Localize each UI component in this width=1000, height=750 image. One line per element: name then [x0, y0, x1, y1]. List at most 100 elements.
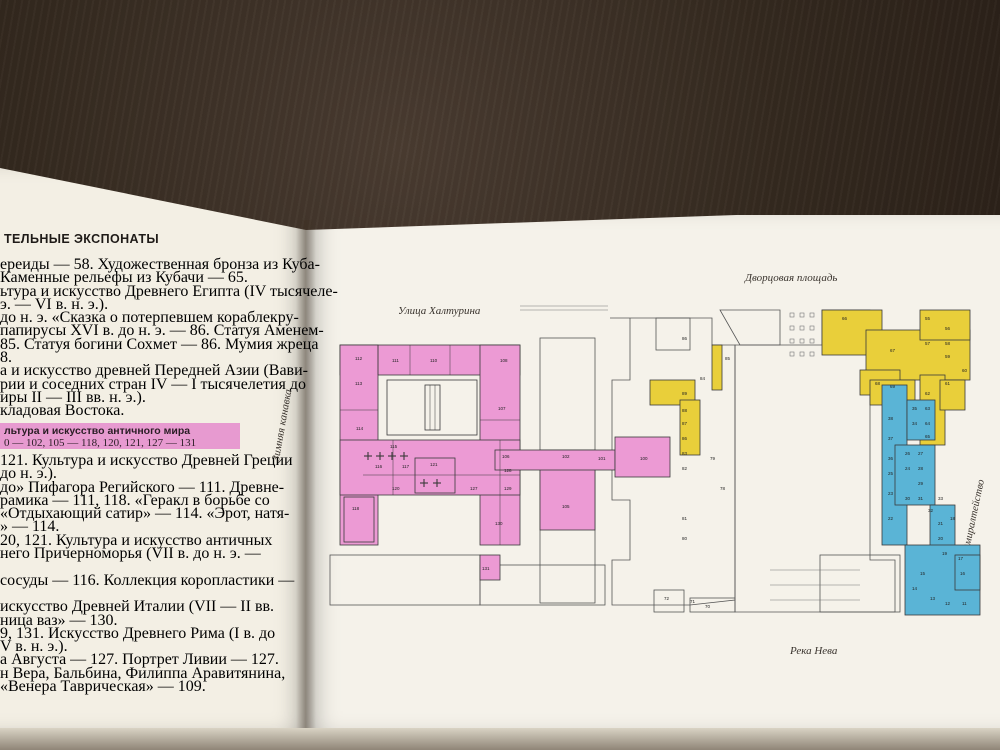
text-line: до н. э.). [0, 465, 57, 483]
room-label: 67 [890, 348, 896, 353]
highlight-heading: льтура и искусство античного мира [4, 425, 191, 437]
room-label: 131 [482, 566, 490, 571]
room-label: 14 [912, 586, 918, 591]
room-label: 130 [495, 521, 503, 526]
text-line: кладовая Востока. [0, 402, 125, 420]
room-label: 121 [430, 462, 438, 467]
text-line: а и искусство древней Передней Азии (Вав… [0, 362, 308, 380]
museum-floor-plan: 112 111 110 108 113 107 114 115 116 117 … [329, 305, 981, 616]
room-label: 70 [705, 604, 711, 609]
book-gutter [296, 220, 316, 728]
room-label: 107 [498, 406, 506, 411]
room-label: 60 [962, 368, 968, 373]
room-label: 33 [938, 496, 944, 501]
room-label: 72 [664, 596, 670, 601]
pink-rooms [339, 344, 671, 581]
room-label: 111 [392, 358, 399, 363]
section-title: ТЕЛЬНЫЕ ЭКСПОНАТЫ [4, 232, 159, 246]
room-label: 22 [888, 516, 894, 521]
room-label: 30 [905, 496, 911, 501]
room-label: 120 [392, 486, 400, 491]
text-line: иры II — III вв. н. э.). [0, 388, 146, 406]
room-label: 23 [888, 491, 894, 496]
room-label: 65 [925, 434, 931, 439]
pink-room-lines [340, 345, 520, 545]
room-label: 62 [925, 391, 931, 396]
plan-ticks [520, 305, 860, 601]
text-line: до» Пифагора Регийского — 111. Древне- [0, 478, 285, 496]
room-label: 85 [725, 356, 731, 361]
text-block-1: ереиды — 58. Художественная бронза из Ку… [0, 256, 338, 420]
room-label: 20 [938, 536, 944, 541]
room-label: 17 [958, 556, 964, 561]
room-label: 21 [938, 521, 944, 526]
room-label: 37 [888, 436, 894, 441]
street-label: Улица Халтурина [398, 305, 481, 317]
text-line: н Вера, Бальбина, Филиппа Аравитянина, [0, 664, 286, 682]
room-label: 84 [700, 376, 706, 381]
text-line: а Августа — 127. Портрет Ливии — 127. [0, 651, 279, 669]
text-line: ница ваз» — 130. [0, 611, 118, 629]
room-label: 26 [905, 451, 911, 456]
room-label: 80 [682, 536, 688, 541]
room-label: 102 [562, 454, 570, 459]
text-line: сосуды — 116. Коллекция коропластики — [0, 571, 295, 589]
room-label: 78 [720, 486, 726, 491]
room-label: 105 [562, 504, 570, 509]
room-label: 89 [682, 391, 688, 396]
room-label: 61 [945, 381, 951, 386]
room-label: 127 [470, 486, 478, 491]
text-line: «Отдыхающий сатир» — 114. «Эрот, натя- [0, 505, 290, 523]
room-label: 79 [710, 456, 716, 461]
square-label: Дворцовая площадь [745, 272, 838, 284]
room-label: 12 [945, 601, 951, 606]
room-label: 100 [640, 456, 648, 461]
pink-crosses [364, 452, 441, 487]
room-label: 88 [682, 408, 688, 413]
room-label: 114 [356, 426, 364, 431]
text-line: 121. Культура и искусство Древней Греции [0, 452, 293, 469]
room-label: 82 [682, 466, 688, 471]
text-line: 8. [0, 349, 12, 367]
room-label: 83 [682, 451, 688, 456]
text-line: папирусы XVI в. до н. э. — 86. Статуя Ам… [0, 322, 324, 340]
room-label: 117 [402, 464, 410, 469]
room-label: 32 [928, 508, 934, 513]
room-label: 86 [682, 336, 688, 341]
river-label: Река Нева [790, 645, 838, 657]
room-label: 71 [690, 599, 696, 604]
text-line: до н. э. «Сказка о потерпевшем кораблекр… [0, 309, 299, 327]
text-line: «Венера Таврическая» — 109. [0, 678, 206, 696]
room-label: 11 [962, 601, 967, 606]
room-label: 28 [918, 466, 924, 471]
text-line: искусство Древней Италии (VII — II вв. [0, 598, 275, 616]
room-label: 110 [430, 358, 438, 363]
room-label: 29 [918, 481, 924, 486]
room-label: 13 [930, 596, 936, 601]
room-label: 101 [598, 456, 606, 461]
text-line: V в. н. э.). [0, 638, 68, 656]
text-line: 9, 131. Искусство Древнего Рима (I в. до [0, 624, 276, 642]
room-label: 35 [912, 406, 918, 411]
room-label: 69 [890, 384, 896, 389]
room-label: 106 [502, 454, 510, 459]
room-label: 24 [905, 466, 911, 471]
room-label: 58 [945, 341, 951, 346]
blue-rooms [881, 384, 981, 616]
room-label: 115 [390, 444, 398, 449]
room-label: 68 [875, 381, 881, 386]
room-label: 81 [682, 516, 688, 521]
room-label: 59 [945, 354, 951, 359]
text-line: 85. Статуя богини Сохмет — 86. Мумия жре… [0, 335, 319, 353]
room-label: 57 [925, 341, 931, 346]
room-label: 118 [352, 506, 360, 511]
text-line: ереиды — 58. Художественная бронза из Ку… [0, 256, 320, 273]
room-label: 113 [355, 381, 363, 386]
text-line: ьтура и искусство Древнего Египта (IV ты… [0, 282, 338, 300]
room-label: 128 [504, 468, 512, 473]
room-label: 56 [945, 326, 951, 331]
text-line: него Причерноморья (VII в. до н. э. — [0, 545, 261, 563]
room-label: 112 [355, 356, 363, 361]
room-label: 36 [888, 456, 894, 461]
room-label: 64 [925, 421, 931, 426]
